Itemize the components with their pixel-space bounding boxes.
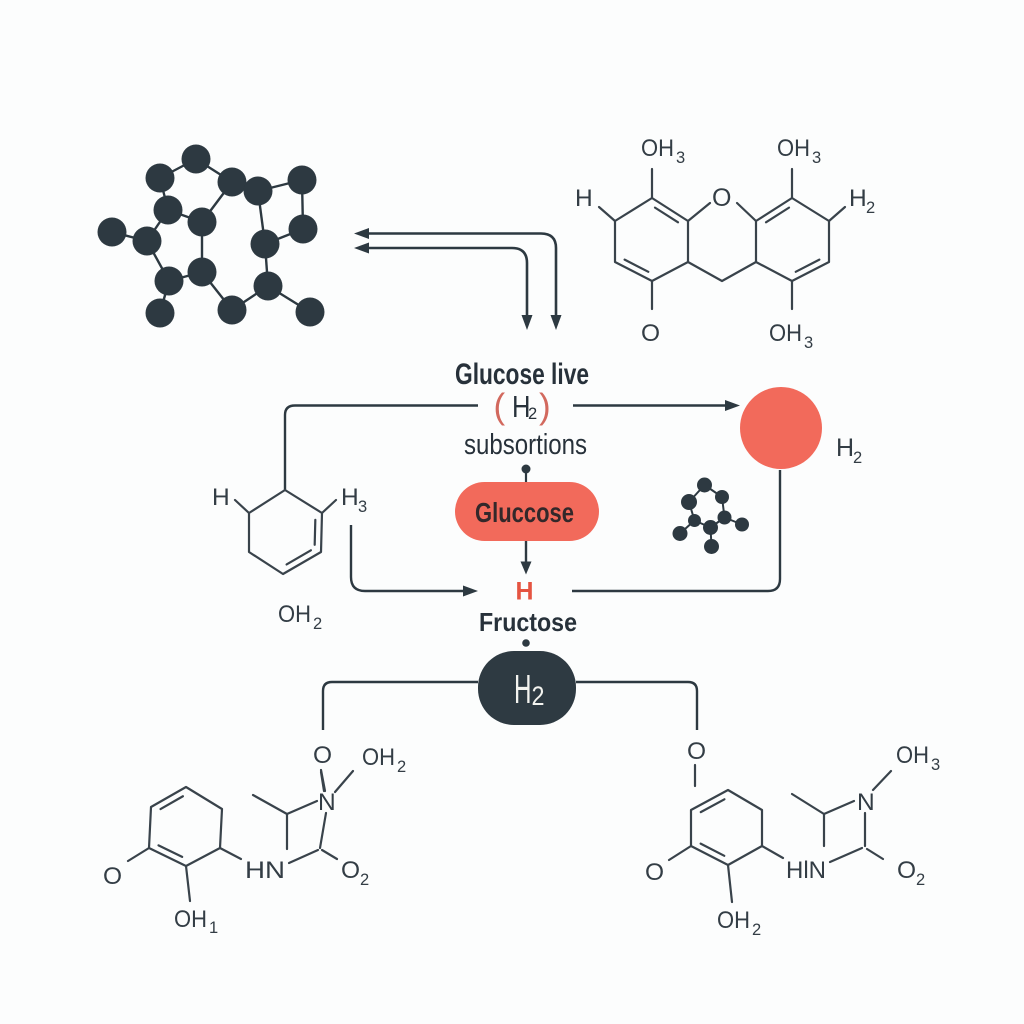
svg-text:H: H: [514, 666, 532, 712]
svg-text:O: O: [687, 738, 706, 765]
svg-text:H: H: [512, 389, 531, 424]
svg-text:O: O: [341, 857, 360, 884]
svg-text:3: 3: [812, 149, 821, 167]
svg-text:Glucose live: Glucose live: [455, 358, 589, 391]
svg-text:OH: OH: [278, 601, 311, 628]
svg-text:H: H: [516, 578, 534, 606]
svg-text:H: H: [836, 434, 854, 462]
svg-text:Fructose: Fructose: [479, 607, 577, 637]
svg-text:O: O: [897, 857, 916, 884]
svg-text:OH: OH: [896, 742, 929, 769]
svg-text:2: 2: [532, 681, 545, 711]
svg-text:O: O: [645, 859, 664, 886]
svg-text:OH: OH: [641, 135, 674, 162]
svg-text:O: O: [313, 742, 332, 769]
svg-text:Gluccose: Gluccose: [475, 497, 574, 528]
svg-text:(: (: [494, 387, 506, 426]
svg-text:O: O: [103, 863, 122, 890]
svg-text:OH: OH: [174, 906, 207, 933]
svg-text:H: H: [849, 185, 867, 212]
svg-text:2: 2: [752, 921, 761, 939]
svg-text:O: O: [641, 320, 660, 347]
svg-text:2: 2: [397, 758, 406, 776]
svg-text:N: N: [857, 789, 875, 816]
svg-text:2: 2: [360, 871, 369, 889]
svg-text:2: 2: [916, 871, 925, 889]
svg-text:O: O: [712, 184, 731, 212]
svg-text:OH: OH: [362, 744, 395, 771]
svg-text:2: 2: [853, 449, 862, 467]
svg-text:subsortions: subsortions: [464, 429, 587, 461]
svg-text:OH: OH: [769, 320, 802, 347]
svg-text:H: H: [575, 185, 593, 212]
svg-text:3: 3: [931, 756, 940, 774]
svg-text:2: 2: [528, 405, 537, 423]
svg-text:3: 3: [676, 149, 685, 167]
svg-text:N: N: [318, 789, 336, 816]
svg-text:2: 2: [866, 199, 875, 217]
svg-text:3: 3: [804, 334, 813, 352]
svg-text:H: H: [341, 484, 359, 511]
svg-text:OH: OH: [717, 907, 750, 934]
svg-text:HlN: HlN: [786, 857, 826, 884]
svg-text:HN: HN: [245, 857, 285, 884]
svg-text:1: 1: [209, 919, 218, 937]
svg-text:2: 2: [313, 615, 322, 633]
svg-text:): ): [539, 387, 551, 426]
svg-text:H: H: [212, 484, 230, 511]
svg-text:OH: OH: [777, 135, 810, 162]
svg-text:3: 3: [358, 498, 367, 516]
